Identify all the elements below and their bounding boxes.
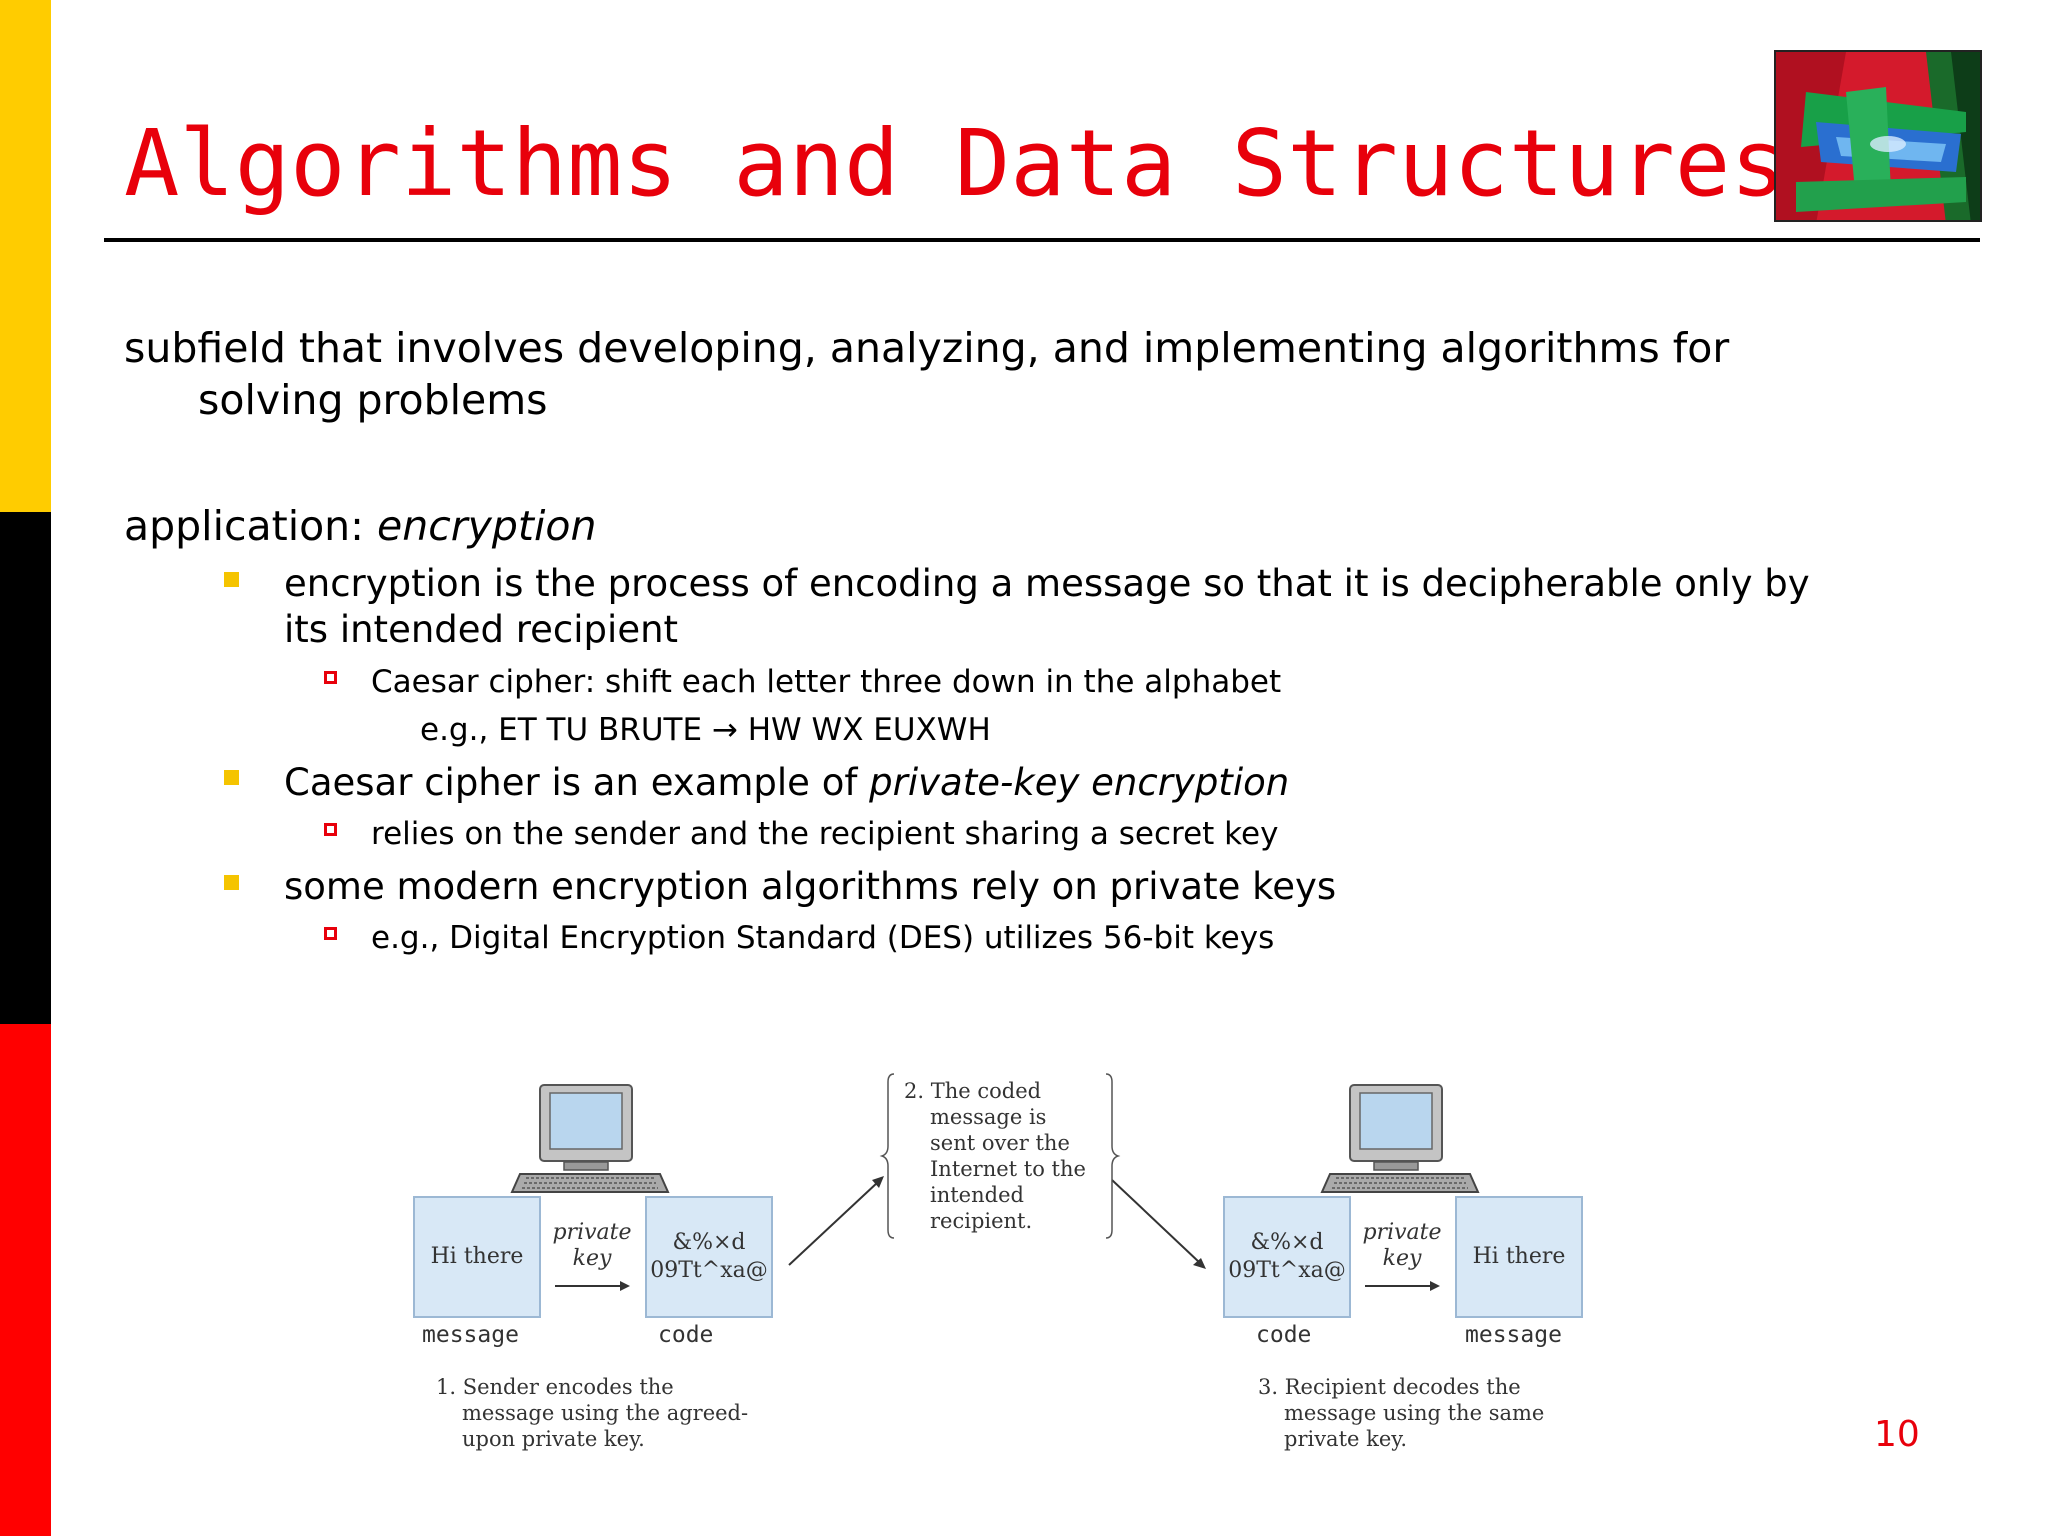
- code-label-left: code: [658, 1322, 714, 1348]
- step-3-line-1: 3. Recipient decodes the: [1258, 1375, 1521, 1399]
- sub-bullet-square-icon: [324, 671, 337, 684]
- bullet-square-icon: [224, 875, 239, 890]
- code-line-1: &%×d: [1250, 1230, 1324, 1255]
- arrow-icon: [788, 1176, 884, 1266]
- bullet-2-emphasis: private-key encryption: [869, 761, 1290, 804]
- bullet-2-text: Caesar cipher is an example of: [284, 761, 870, 804]
- page-number: 10: [1874, 1414, 1920, 1455]
- key-line-2: key: [572, 1246, 612, 1271]
- step-3-line-2: message using the same: [1284, 1401, 1545, 1425]
- step-3-caption: 3. Recipient decodes the message using t…: [1258, 1374, 1544, 1452]
- decorative-photo: [1774, 50, 1982, 222]
- code-line-1: &%×d: [672, 1230, 746, 1255]
- bullet-1-line-1: encryption is the process of encoding a …: [284, 562, 1810, 605]
- key-line-1: private: [552, 1220, 632, 1245]
- bullet-2-sub: relies on the sender and the recipient s…: [371, 816, 1279, 852]
- step-2-line-2: message is: [930, 1105, 1047, 1129]
- step-2-line-1: 2. The coded: [904, 1079, 1042, 1103]
- intro-line-1: subfield that involves developing, analy…: [124, 324, 1730, 372]
- title-underline: [104, 238, 1980, 242]
- code-line-2: 09Tt^xa@: [650, 1258, 768, 1283]
- message-box-right: Hi there: [1455, 1196, 1583, 1318]
- key-line-2: key: [1382, 1246, 1422, 1271]
- arrow-icon: [555, 1281, 630, 1291]
- computer-icon: [510, 1084, 670, 1193]
- arrow-icon: [1111, 1179, 1206, 1269]
- bullet-3: some modern encryption algorithms rely o…: [284, 865, 1337, 908]
- step-2-line-4: Internet to the: [930, 1157, 1086, 1181]
- step-1-caption: 1. Sender encodes the message using the …: [436, 1374, 748, 1452]
- intro-line-2: solving problems: [198, 376, 548, 424]
- bullet-1-example: e.g., ET TU BRUTE → HW WX EUXWH: [420, 712, 991, 748]
- step-3-line-3: private key.: [1284, 1427, 1408, 1451]
- stripe-yellow: [0, 0, 51, 512]
- message-box-left: Hi there: [413, 1196, 541, 1318]
- code-label-right: code: [1256, 1322, 1312, 1348]
- message-label-right: message: [1465, 1322, 1562, 1348]
- application-prefix: application:: [124, 502, 378, 550]
- sub-bullet-square-icon: [324, 823, 337, 836]
- bullet-square-icon: [224, 572, 239, 587]
- slide-title: Algorithms and Data Structures: [124, 110, 1786, 217]
- code-box-left: &%×d 09Tt^xa@: [645, 1196, 773, 1318]
- arrow-icon: [1365, 1281, 1440, 1291]
- message-text-left: Hi there: [430, 1244, 524, 1269]
- step-1-line-1: 1. Sender encodes the: [436, 1375, 674, 1399]
- computer-icon: [1320, 1084, 1480, 1193]
- message-label-left: message: [422, 1322, 519, 1348]
- step-2-line-3: sent over the: [930, 1131, 1070, 1155]
- bullet-square-icon: [224, 770, 239, 785]
- step-2-line-6: recipient.: [930, 1209, 1033, 1233]
- private-key-label-right: private key: [1357, 1220, 1447, 1272]
- step-1-line-2: message using the agreed-: [462, 1401, 749, 1425]
- step-2-caption: 2. The coded message is sent over the In…: [904, 1078, 1086, 1234]
- step-2-line-5: intended: [930, 1183, 1024, 1207]
- stripe-red: [0, 1024, 51, 1536]
- private-key-label-left: private key: [547, 1220, 637, 1272]
- message-text-right: Hi there: [1472, 1244, 1566, 1269]
- code-box-right: &%×d 09Tt^xa@: [1223, 1196, 1351, 1318]
- step-1-line-3: upon private key.: [462, 1427, 645, 1451]
- bullet-1-sub: Caesar cipher: shift each letter three d…: [371, 664, 1282, 700]
- intro-paragraph: subfield that involves developing, analy…: [124, 322, 1904, 426]
- application-line: application: encryption: [124, 500, 596, 552]
- code-line-2: 09Tt^xa@: [1228, 1258, 1346, 1283]
- key-line-1: private: [1362, 1220, 1442, 1245]
- stripe-black: [0, 512, 51, 1024]
- bullet-1-line-2: its intended recipient: [284, 608, 679, 651]
- bullet-2: Caesar cipher is an example of private-k…: [284, 760, 1289, 806]
- sub-bullet-square-icon: [324, 927, 337, 940]
- application-emphasis: encryption: [377, 502, 597, 550]
- bullet-3-sub: e.g., Digital Encryption Standard (DES) …: [371, 920, 1275, 956]
- encryption-diagram: Hi there private key &%×d 09Tt^xa@ messag…: [400, 1070, 1610, 1470]
- bullet-1: encryption is the process of encoding a …: [284, 561, 1924, 653]
